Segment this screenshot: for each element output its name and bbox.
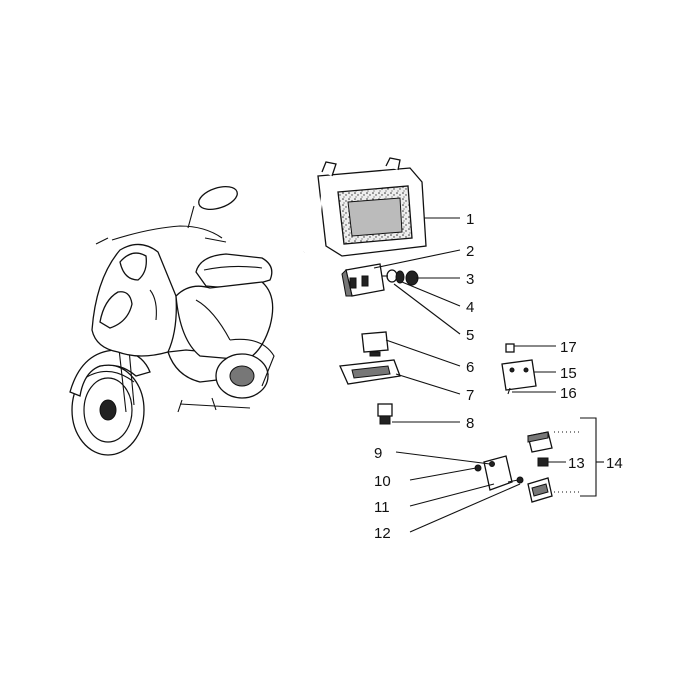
leader-lines — [373, 217, 604, 533]
callout-6: 6 — [466, 359, 474, 376]
callout-9: 9 — [374, 445, 382, 462]
callout-12: 12 — [374, 525, 391, 542]
part-bracket — [474, 455, 524, 491]
callout-2: 2 — [466, 243, 474, 260]
part-fasteners — [382, 269, 419, 286]
callout-5: 5 — [466, 327, 474, 344]
callout-17: 17 — [560, 339, 577, 356]
part-holder — [339, 359, 401, 385]
part-plug-set — [527, 431, 553, 503]
callout-3: 3 — [466, 271, 474, 288]
callout-4: 4 — [466, 299, 474, 316]
part-plate — [501, 343, 537, 395]
part-regulator — [341, 263, 385, 297]
callout-13: 13 — [568, 455, 585, 472]
part-flasher — [361, 331, 389, 357]
callout-14: 14 — [606, 455, 623, 472]
part-connector — [377, 403, 393, 425]
callout-16: 16 — [560, 385, 577, 402]
callout-1: 1 — [466, 211, 474, 228]
callout-7: 7 — [466, 387, 474, 404]
callout-10: 10 — [374, 473, 391, 490]
callout-8: 8 — [466, 415, 474, 432]
callout-15: 15 — [560, 365, 577, 382]
callout-11: 11 — [374, 499, 390, 516]
part-battery — [303, 157, 427, 257]
scooter-illustration — [69, 186, 275, 456]
